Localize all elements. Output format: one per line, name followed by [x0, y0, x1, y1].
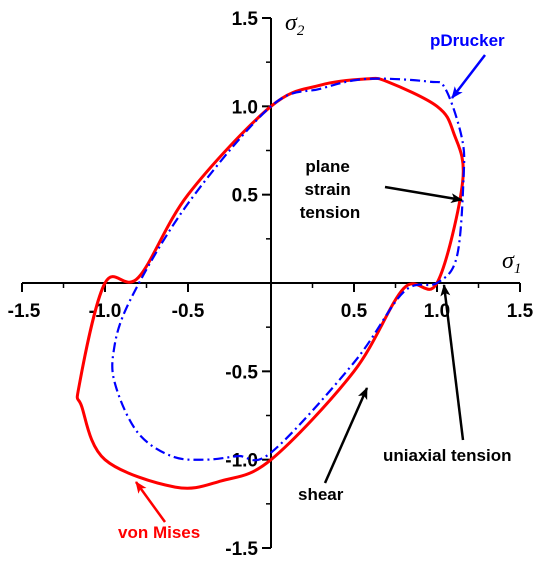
y-tick-label: 1.5 [232, 9, 259, 30]
von-mises-arrow [134, 481, 167, 523]
plane-strain-label: plane strain tension [300, 157, 360, 222]
x-tick-label: 1.5 [507, 301, 534, 322]
pdrucker-arrow [451, 54, 486, 99]
x-tick-label: 0.5 [341, 301, 368, 322]
pdrucker-label: pDrucker [430, 31, 505, 50]
y-axis-title: σ2 [285, 10, 305, 39]
shear-label: shear [298, 485, 344, 504]
y-tick-label: -1.5 [225, 539, 258, 560]
uniaxial-tension-label: uniaxial tension [383, 446, 511, 465]
y-tick-label: 1.0 [232, 97, 258, 118]
pdrucker-curve [111, 77, 466, 462]
von-mises-label: von Mises [118, 523, 200, 542]
x-tick-label: -1.5 [8, 301, 41, 322]
uniaxial-tension-arrow [440, 284, 465, 441]
x-tick-label: 1.0 [424, 301, 450, 322]
shear-arrow [323, 387, 369, 484]
x-axis-title: σ1 [502, 248, 521, 277]
plane-strain-arrow [384, 185, 463, 204]
x-tick-label: -0.5 [172, 301, 205, 322]
y-tick-label: -0.5 [225, 362, 258, 383]
y-tick-label: 0.5 [232, 186, 259, 207]
y-ticks: 1.51.00.5-0.5-1.0-1.5 [225, 9, 271, 560]
